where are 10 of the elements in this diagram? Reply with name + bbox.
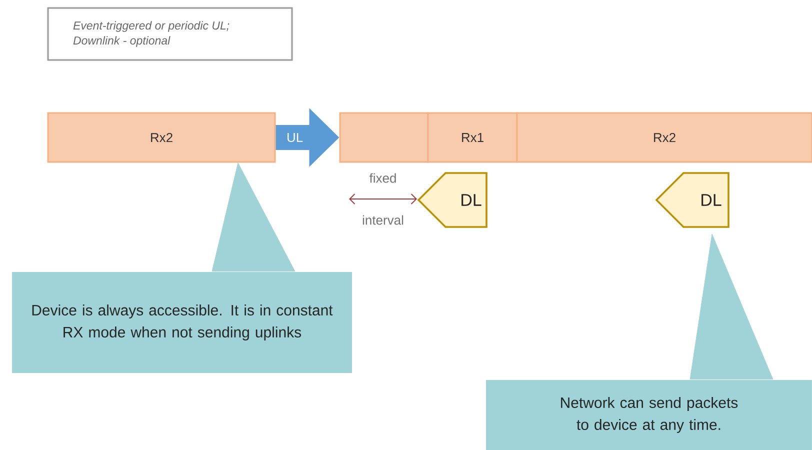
dimension-label: interval	[362, 215, 404, 225]
timeline-segment	[339, 112, 429, 163]
note-box: Event-triggered or periodic UL; Downlink - optional	[47, 7, 293, 61]
callout-pointer	[690, 234, 774, 380]
callout-pointer	[212, 162, 296, 272]
callout-box: Network can send packets to device at any time.	[486, 380, 812, 450]
edge-label: UL	[288, 132, 303, 142]
dimension-label: fixed	[369, 173, 396, 183]
timeline-segment: Rx1	[427, 112, 518, 163]
timeline-segment: Rx2	[47, 112, 276, 163]
